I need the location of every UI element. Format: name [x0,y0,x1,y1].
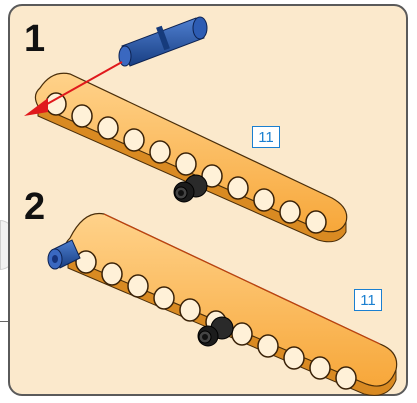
step-number-1: 1 [24,18,46,60]
step1-black-pin [173,174,208,203]
step2-black-pin [197,316,234,347]
step2-beam [63,212,398,396]
insert-arrow [24,61,123,116]
divider [0,321,10,322]
step1-beam [34,72,348,243]
step1-blue-axle-pin [118,16,208,67]
step2-blue-axle-pin [47,239,81,270]
part-count-label-step2: 11 [354,289,382,311]
part-count-label-step1: 11 [252,126,280,148]
step-number-2: 2 [24,186,46,228]
